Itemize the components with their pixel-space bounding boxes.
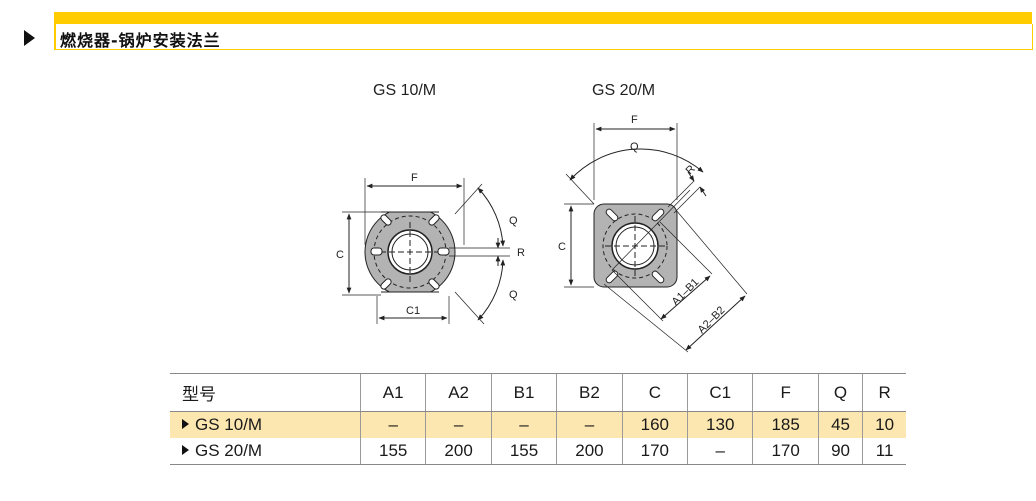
gs10-label-q-bottom: Q [509,289,518,301]
gs10-label-r: R [517,247,525,259]
header-cell: C1 [687,373,753,412]
table-cell: 200 [556,438,623,465]
header-cell: A1 [359,373,426,412]
table-cell: 170 [621,438,688,465]
table-cell: – [687,438,753,465]
gs10-slot-right [437,247,450,256]
table-cell: 11 [862,438,906,465]
gs10-slot-bl [380,278,392,290]
dimension-table: 型号 A1 A2 B1 B2 C C1 F Q R GS 10/M – – – … [170,373,906,465]
gs20-label-a2b2: A2–B2 [696,304,728,336]
gs20-label-r: R [684,163,698,177]
model-cell: GS 20/M [170,438,361,465]
table-cell: – [359,411,426,438]
header-frame [54,24,1033,50]
header-cell: A2 [425,373,492,412]
table-cell: – [556,411,623,438]
table-cell: 185 [752,411,819,438]
header-cell: B2 [556,373,623,412]
gs20-slot-tr [651,208,665,222]
gs10-dim-q-top [477,187,506,247]
table-header-row: 型号 A1 A2 B1 B2 C C1 F Q R [170,373,906,412]
gs10-slot-tl [380,214,392,226]
table-row: GS 20/M 155 200 155 200 170 – 170 90 11 [170,438,906,465]
table-cell: 10 [862,411,906,438]
table-cell: 90 [817,438,863,465]
header-cell: F [752,373,819,412]
gs10-label-q-top: Q [509,215,518,227]
section-header: 燃烧器-锅炉安装法兰 [24,12,1033,50]
table-cell: 130 [687,411,753,438]
gs10-slot-tr [428,214,440,226]
gs20-dim-a2b2 [685,295,746,351]
gs20-label-c: C [558,241,566,253]
table-cell: – [425,411,492,438]
header-cell: B1 [490,373,557,412]
header-cell: R [862,373,906,412]
gs10-label-f: F [411,172,418,184]
gs10-dim-q-bottom [477,259,506,321]
gs20-dim-q [569,148,704,181]
gs10-slot-left [370,247,383,256]
gs20-diagonal-axis [611,189,691,271]
gs20-slot-bl [605,270,619,284]
gs10-label-c: C [336,249,344,261]
header-accent-bar [54,12,1032,24]
gs10-label-c1: C1 [406,305,420,317]
header-cell: Q [817,373,863,412]
table-cell: 155 [490,438,557,465]
header-cell: C [621,373,688,412]
diagram-title-gs20: GS 20/M [592,82,656,99]
table-row: GS 10/M – – – – 160 130 185 45 10 [170,411,906,438]
triangle-right-icon [182,419,189,429]
gs10-flange-drawing [342,178,510,325]
table-cell: 160 [621,411,688,438]
model-cell: GS 10/M [170,411,361,438]
table-cell: 155 [359,438,426,465]
model-name: GS 20/M [195,441,263,460]
gs20-label-q: Q [630,141,639,153]
section-title: 燃烧器-锅炉安装法兰 [60,31,221,50]
table-cell: – [490,411,557,438]
gs20-label-f: F [631,114,638,126]
table-cell: 200 [425,438,492,465]
triangle-right-icon [24,30,35,46]
flange-drawings: F C C1 Q Q R [336,114,748,353]
triangle-right-icon [182,445,189,455]
table-cell: 45 [817,411,863,438]
gs10-slot-br [428,278,440,290]
gs20-slot-tl [605,208,619,222]
gs20-bolt-circle [602,213,668,279]
header-cell: 型号 [170,373,361,412]
table-cell: 170 [752,438,819,465]
gs20-dim-a1b1 [660,275,711,320]
diagram-title-gs10: GS 10/M [373,82,437,99]
gs20-flange-drawing [564,123,748,353]
model-name: GS 10/M [195,415,263,434]
